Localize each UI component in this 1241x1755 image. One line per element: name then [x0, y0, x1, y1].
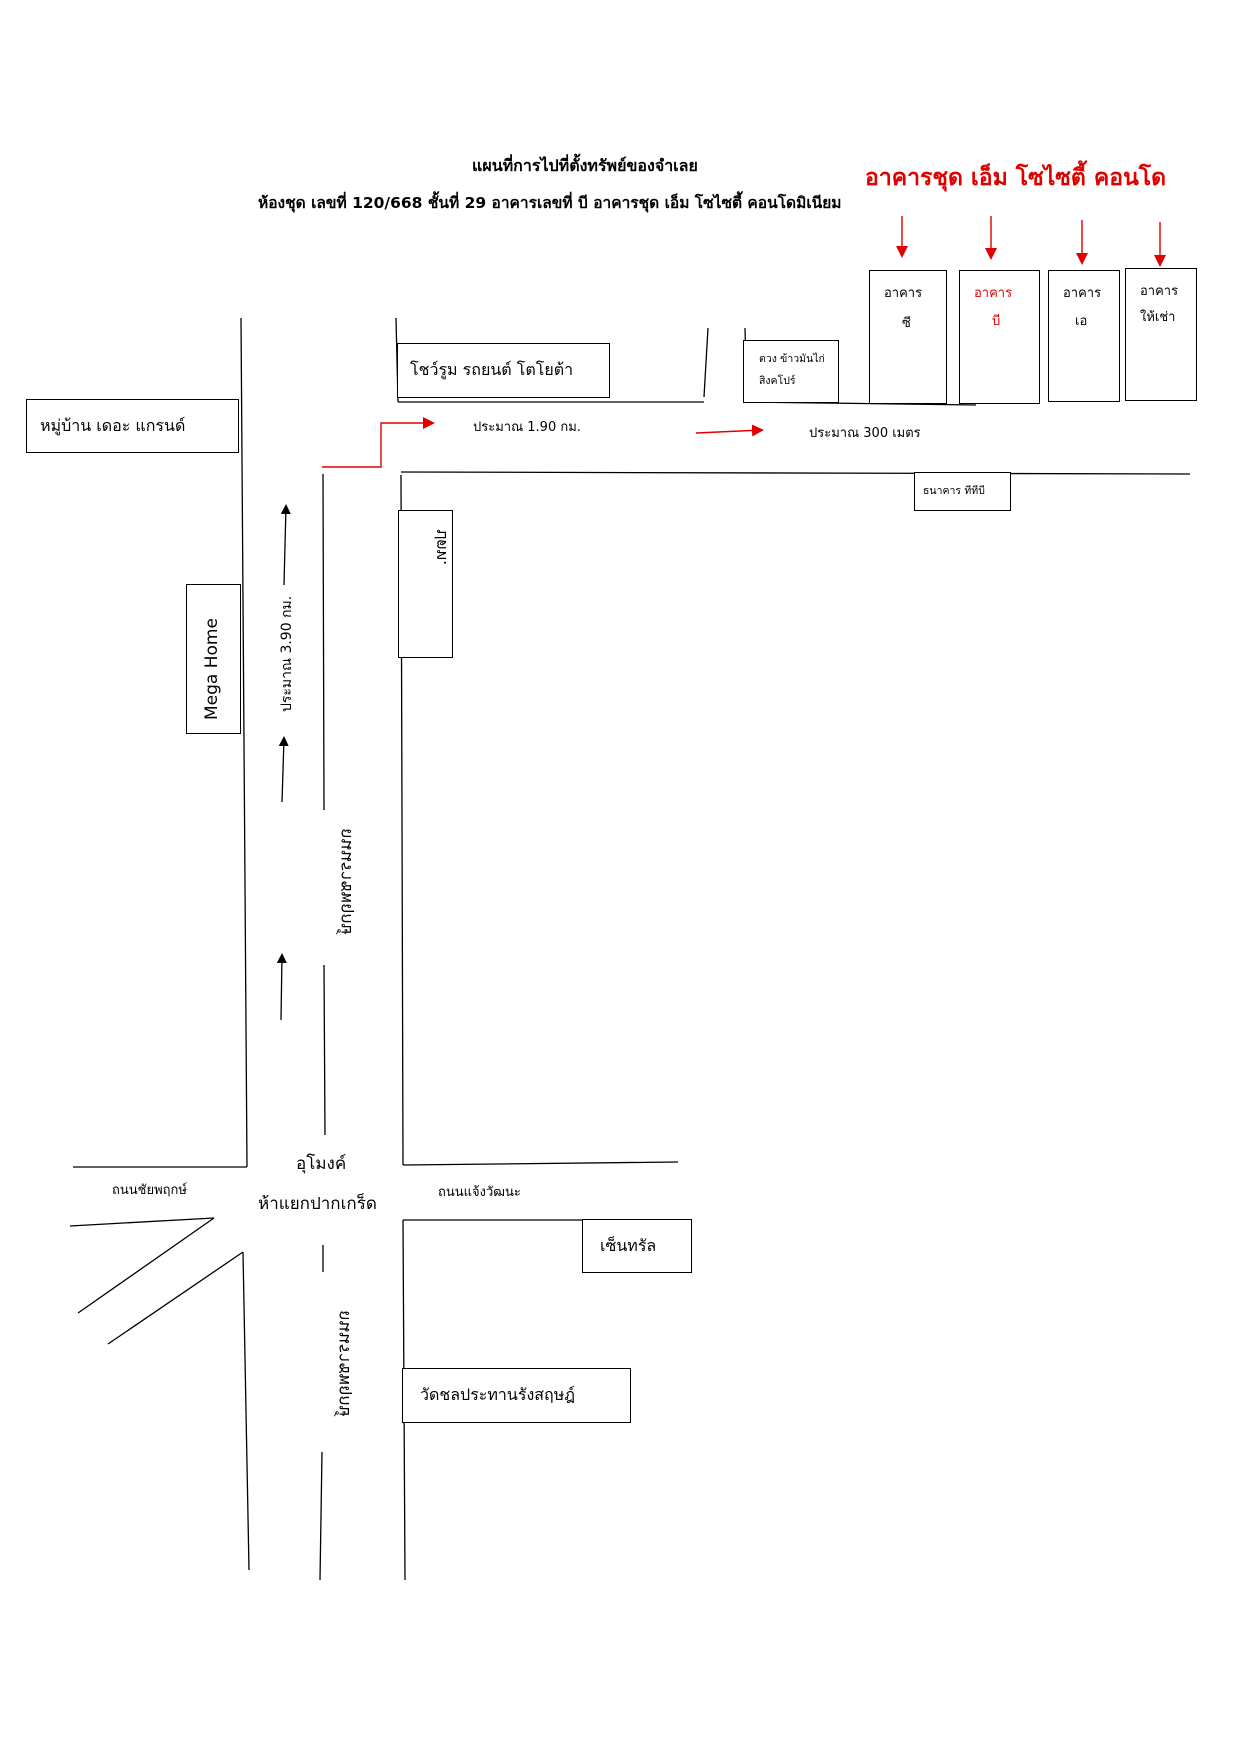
landmark-toyota-showroom: โชว์รูม รถยนต์ โตโยต้า	[397, 343, 610, 398]
building-a: อาคาร เอ	[1048, 270, 1120, 402]
road-line	[69, 1217, 215, 1227]
road-label-ratchaphruek-upper: ถนนราชพฤกษ์	[336, 828, 356, 935]
building-letter: ให้เช่า	[1140, 310, 1176, 325]
road-line	[242, 1251, 250, 1571]
road-line	[400, 471, 1191, 475]
landmark-temple: วัดชลประทานรังสฤษฎ์	[402, 1368, 631, 1423]
landmark-central: เซ็นทรัล	[582, 1219, 692, 1273]
road-line	[402, 1161, 679, 1166]
building-label: อาคาร	[884, 286, 923, 301]
road-line	[322, 473, 325, 811]
landmark-ptt-station: ปตท.	[398, 510, 453, 658]
road-label-ratchaphruek-lower: ถนนราชพฤกษ์	[334, 1310, 354, 1417]
landmark-village: หมู่บ้าน เดอะ แกรนด์	[26, 399, 239, 453]
building-rental: อาคาร ให้เช่า	[1125, 268, 1197, 401]
route-arrow	[276, 953, 287, 1021]
building-letter: ซี	[902, 316, 911, 331]
distance-label-300m: ประมาณ 300 เมตร	[809, 426, 921, 441]
building-label: อาคาร	[1063, 286, 1102, 301]
condo-name: อาคารชุด เอ็ม โซไซตี้ คอนโด	[865, 165, 1167, 191]
road-line	[77, 1217, 215, 1314]
road-line	[107, 1251, 244, 1345]
distance-label-1-90km: ประมาณ 1.90 กม.	[473, 420, 581, 435]
landmark-mega-home: Mega Home	[186, 584, 241, 734]
road-line	[319, 1451, 323, 1581]
road-line	[703, 327, 709, 398]
building-c: อาคาร ซี	[869, 270, 947, 404]
map-title: แผนที่การไปที่ตั้งทรัพย์ของจำเลย	[472, 156, 698, 175]
distance-label-3-90km: ประมาณ 3.90 กม.	[279, 595, 295, 712]
road-line	[323, 964, 326, 1136]
label-tunnel: อุโมงค์	[296, 1154, 347, 1174]
building-letter: เอ	[1075, 314, 1088, 329]
road-label-chaiyaphruek: ถนนชัยพฤกษ์	[112, 1183, 187, 1198]
building-letter: บี	[992, 314, 1001, 329]
landmark-chicken-rice: ตวง ข้าวมันไก่ สิงคโปร์	[743, 340, 839, 403]
route-arrow	[280, 504, 291, 586]
route-arrow	[278, 736, 289, 803]
road-line	[240, 317, 248, 1168]
label-intersection: ห้าแยกปากเกร็ด	[258, 1194, 377, 1214]
route-arrow-red	[695, 424, 764, 437]
map-subtitle: ห้องชุด เลขที่ 120/668 ชั้นที่ 29 อาคารเ…	[258, 194, 842, 212]
road-label-chaeng-watthana: ถนนแจ้งวัฒนะ	[438, 1185, 521, 1200]
building-label: อาคาร	[974, 286, 1013, 301]
landmark-ttb-bank: ธนาคาร ทีทีบี	[914, 472, 1011, 511]
building-b: อาคาร บี	[959, 270, 1040, 404]
building-label: อาคาร	[1140, 284, 1179, 299]
route-arrow-red	[322, 417, 435, 468]
